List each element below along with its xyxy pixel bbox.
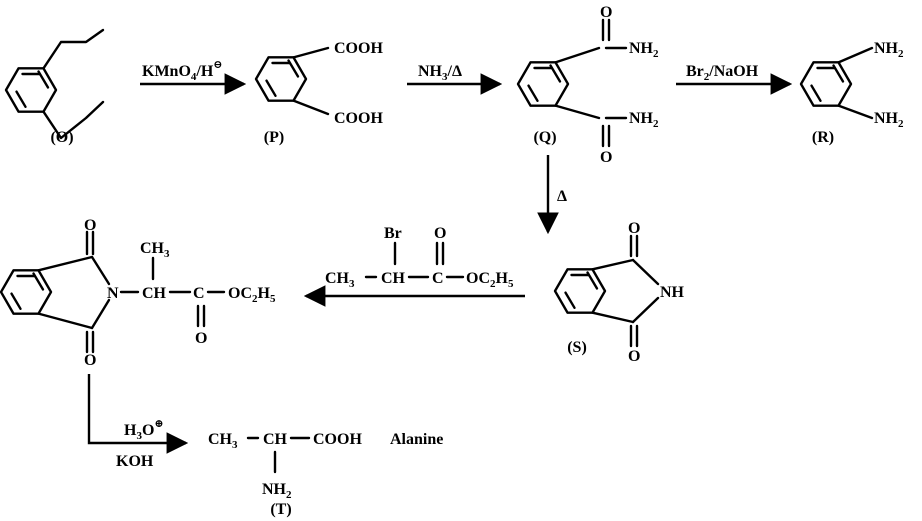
reagent-step5: Br CH3 CH C O OC2H5 — [325, 225, 514, 290]
r-group-bottom: NH2 — [874, 110, 904, 130]
reagent5-c: C — [432, 270, 444, 287]
compound-r: NH2 NH2 (R) — [799, 40, 904, 146]
p-group-bottom: COOH — [334, 110, 383, 127]
n-oxygen-bottom: O — [84, 352, 96, 369]
compound-q: O NH2 NH2 O (Q) — [516, 4, 659, 166]
s-nh: NH — [660, 284, 685, 301]
q-oxygen-top: O — [600, 4, 612, 21]
label-t: (T) — [270, 501, 291, 518]
n-atom: N — [107, 285, 119, 302]
label-s: (S) — [567, 339, 587, 356]
n-ch: CH — [142, 285, 167, 302]
reagent-step3: Br2/NaOH — [686, 63, 759, 83]
t-ch3: CH3 — [208, 431, 238, 451]
reagent-step6-bottom: KOH — [116, 453, 154, 470]
reagent-step4: Δ — [557, 188, 567, 205]
compound-p: COOH COOH (P) — [254, 40, 383, 146]
compound-s: O O NH (S) — [553, 220, 685, 365]
reagent5-br: Br — [384, 225, 402, 242]
reagent-step2: NH3/Δ — [418, 63, 462, 83]
t-ch: CH — [263, 431, 288, 448]
label-q: (Q) — [533, 129, 556, 146]
label-o: (O) — [50, 129, 73, 146]
n-c-oxygen: O — [195, 330, 207, 347]
s-oxygen-top: O — [628, 220, 640, 237]
arrow-step6 — [87, 374, 189, 454]
label-r: (R) — [812, 129, 834, 146]
label-p: (P) — [264, 129, 284, 146]
q-group-top: NH2 — [629, 40, 659, 60]
n-oxygen-top: O — [84, 217, 96, 234]
n-c: C — [193, 285, 205, 302]
compound-t: CH3 CH COOH NH2 (T) Alanine — [208, 431, 443, 518]
q-group-bottom: NH2 — [629, 110, 659, 130]
reagent5-oxygen: O — [434, 225, 446, 242]
reagent-step1: KMnO4/H⊖ — [142, 59, 223, 83]
p-group-top: COOH — [334, 40, 383, 57]
reagent-step6-top: H3O⊕ — [124, 418, 164, 442]
reagent5-oet: OC2H5 — [466, 270, 514, 290]
n-oet: OC2H5 — [228, 285, 276, 305]
t-cooh: COOH — [313, 431, 362, 448]
reagent5-ch: CH — [381, 270, 406, 287]
t-nh2: NH2 — [262, 481, 292, 501]
q-oxygen-bottom: O — [600, 149, 612, 166]
s-oxygen-bottom: O — [628, 348, 640, 365]
t-name: Alanine — [390, 431, 443, 448]
n-ch3: CH3 — [140, 240, 170, 260]
reagent5-ch3: CH3 — [325, 270, 355, 290]
r-group-top: NH2 — [874, 40, 904, 60]
compound-o: (O) — [4, 28, 105, 146]
compound-n-alkyl: O O N CH CH3 C O OC2H5 — [0, 217, 276, 369]
